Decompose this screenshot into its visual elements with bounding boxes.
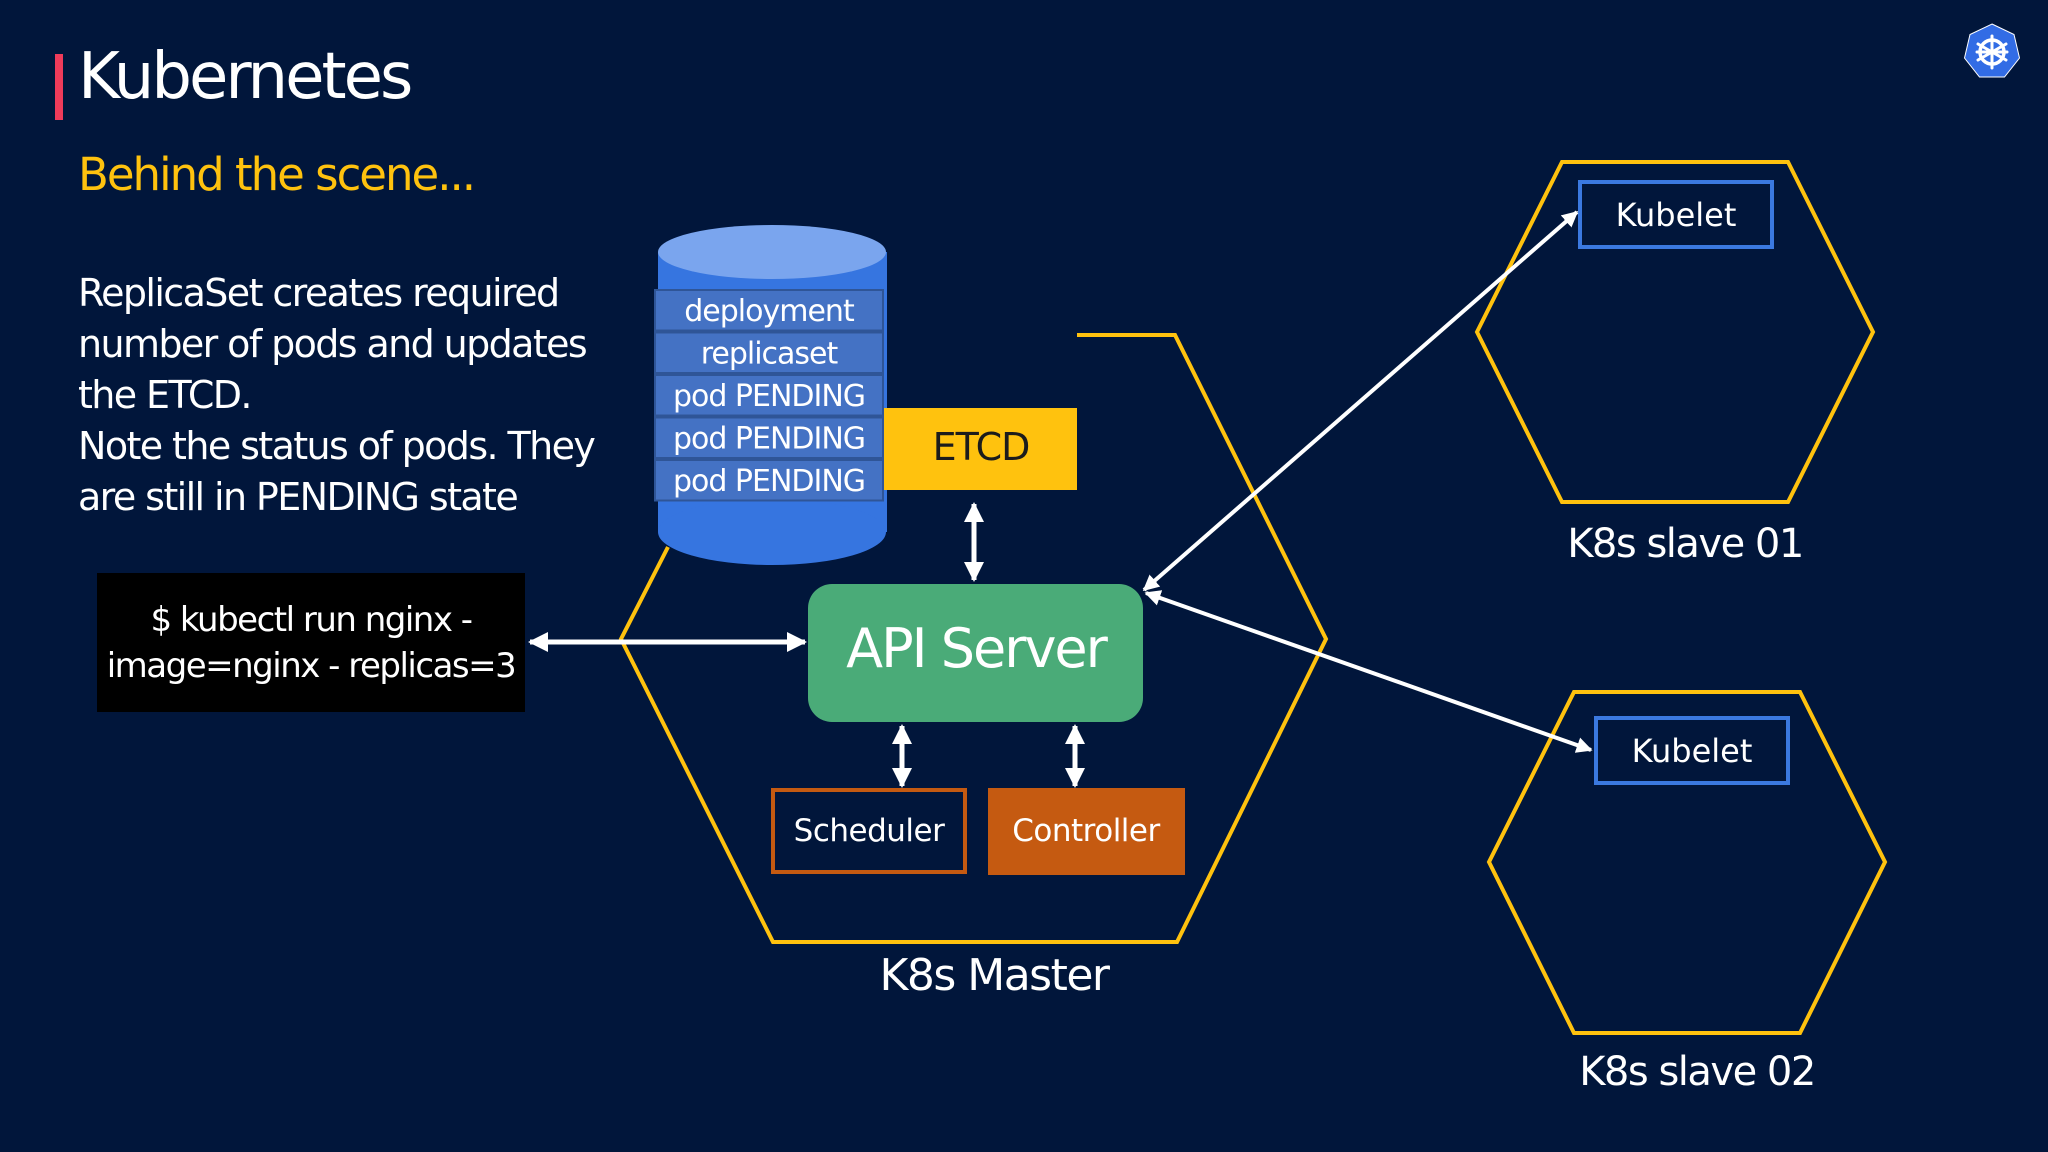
scheduler-box [771,788,967,874]
slave-02-node-label: K8s slave 02 [1579,1049,1815,1095]
database-row-label: pod PENDING [673,379,865,414]
command-line: image=nginx - replicas=3 [106,645,517,686]
database-row-label: pod PENDING [673,422,865,457]
description-line: are still in PENDING state [78,475,519,519]
api-slave-01-arrow [1142,210,1579,592]
database-row [654,289,884,332]
description-text: ReplicaSet creates required number of po… [78,268,638,523]
controller-box [988,788,1185,875]
slave-01-kubelet-box [1578,180,1774,249]
api-server-box [808,584,1143,722]
kubernetes-logo-icon [1963,23,2021,78]
kubectl-command-box: $ kubectl run nginx - image=nginx - repl… [97,573,525,712]
controller-label: Controller [1012,813,1160,849]
command-line: $ kubectl run nginx - [150,599,473,640]
database-row [654,459,884,502]
description-line: Note the status of pods. They [78,424,596,468]
api-slave-02-arrow [1144,590,1593,753]
database-row [654,331,884,374]
database-row [654,416,884,459]
slide-subtitle: Behind the scene... [78,148,476,201]
database-row-label: deployment [684,294,855,329]
slave-01-node-label: K8s slave 01 [1567,521,1803,567]
slave-01-kubelet-label: Kubelet [1616,196,1737,234]
etcd-label: ETCD [933,425,1030,469]
etcd-database-cylinder: deployment replicaset pod PENDING pod PENDI… [654,225,887,565]
title-accent-bar [55,54,63,120]
database-row [654,374,884,417]
database-row-label: replicaset [701,337,839,372]
slave-02-kubelet-label: Kubelet [1632,732,1753,770]
slide-title: Kubernetes [78,40,413,114]
description-line: ReplicaSet creates required [78,271,560,315]
scheduler-label: Scheduler [794,813,945,849]
api-server-label: API Server [846,617,1108,680]
description-line: the ETCD. [78,373,253,417]
slave-02-kubelet-box [1594,716,1790,785]
master-label: K8s Master [879,950,1110,1001]
database-row-label: pod PENDING [673,464,865,499]
etcd-box [884,408,1077,490]
slave-02-hexagon [1486,690,1888,1035]
description-line: number of pods and updates [78,322,588,366]
